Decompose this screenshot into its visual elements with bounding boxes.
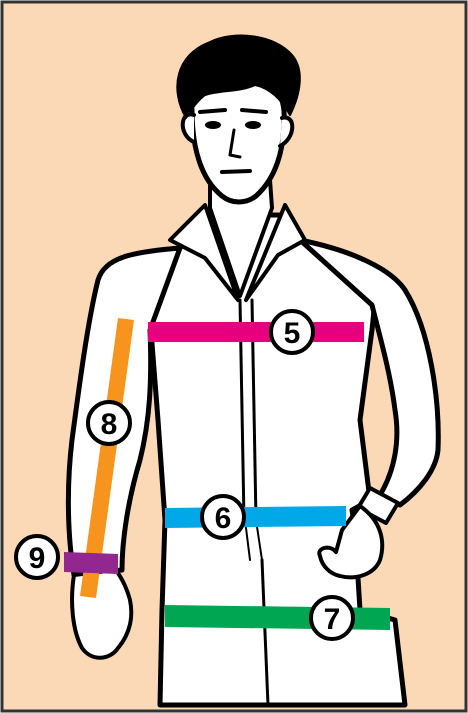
right-eye xyxy=(245,121,261,129)
mouth xyxy=(222,171,250,172)
left-hand xyxy=(72,570,131,658)
marker-arm-label: 8 xyxy=(101,408,118,441)
marker-chest-label: 5 xyxy=(284,317,301,350)
wrist-band xyxy=(64,552,118,574)
left-brow xyxy=(200,110,225,112)
right-brow xyxy=(242,110,266,112)
marker-hip-label: 7 xyxy=(324,603,341,636)
marker-wrist: 9 xyxy=(16,536,58,578)
waist-band xyxy=(165,506,346,528)
marker-waist: 6 xyxy=(202,496,244,538)
marker-chest: 5 xyxy=(271,311,313,353)
marker-waist-label: 6 xyxy=(215,502,232,535)
chest-band xyxy=(148,322,364,342)
marker-wrist-label: 9 xyxy=(29,542,46,575)
left-eye xyxy=(205,121,221,129)
marker-arm: 8 xyxy=(88,402,130,444)
marker-hip: 7 xyxy=(311,597,353,639)
hip-band xyxy=(165,605,390,630)
